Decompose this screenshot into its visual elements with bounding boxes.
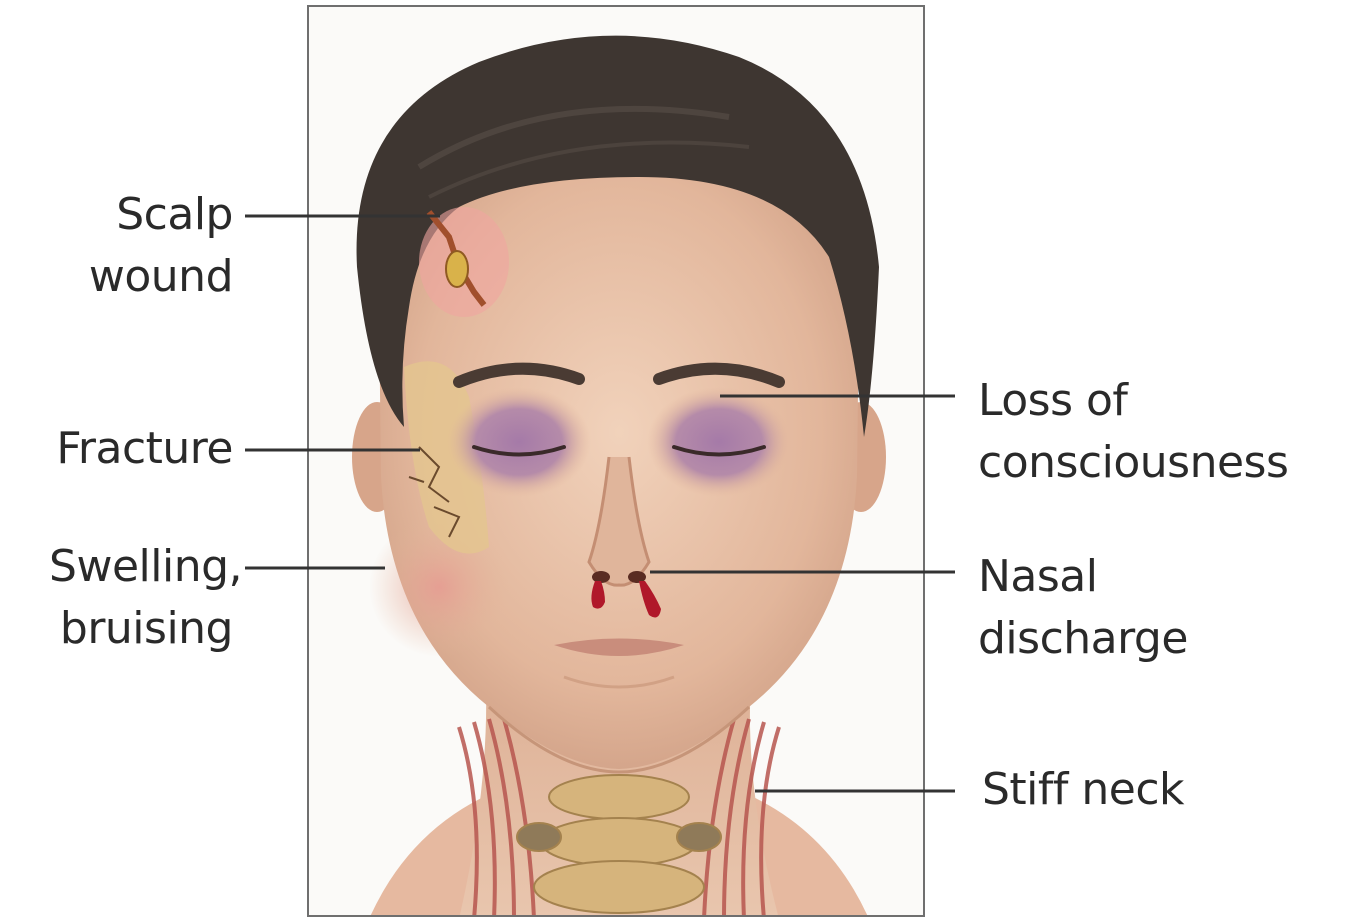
label-consciousness-line2: consciousness xyxy=(978,432,1288,494)
label-stiff-neck: Stiff neck xyxy=(982,759,1184,821)
label-swelling-bruising: Swelling, bruising xyxy=(49,536,242,660)
label-nasal-line2: discharge xyxy=(978,608,1188,670)
label-consciousness-line1: Loss of xyxy=(978,370,1288,432)
label-swelling-line2: bruising xyxy=(49,598,242,660)
label-nasal-discharge: Nasal discharge xyxy=(978,546,1188,670)
label-stiff-neck-line1: Stiff neck xyxy=(982,759,1184,821)
label-scalp-wound-line1: Scalp xyxy=(89,184,233,246)
label-swelling-line1: Swelling, xyxy=(49,536,242,598)
label-fracture: Fracture xyxy=(56,418,233,480)
label-scalp-wound-line2: wound xyxy=(89,246,233,308)
label-nasal-line1: Nasal xyxy=(978,546,1188,608)
label-loss-of-consciousness: Loss of consciousness xyxy=(978,370,1288,494)
label-fracture-line1: Fracture xyxy=(56,418,233,480)
label-scalp-wound: Scalp wound xyxy=(89,184,233,308)
